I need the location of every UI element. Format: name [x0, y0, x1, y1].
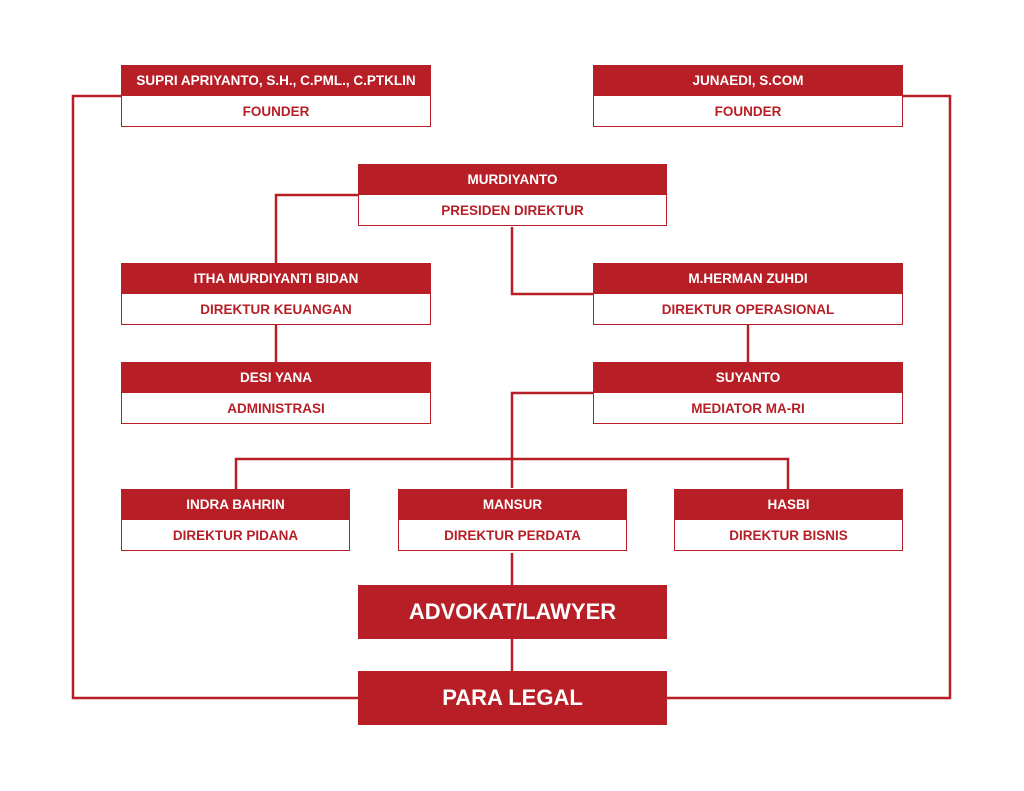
connector-mediator-bus — [510, 391, 593, 488]
mediator-box: SUYANTO MEDIATOR MA-RI — [593, 362, 903, 424]
connector-president-finance — [274, 193, 358, 263]
division-head-box-pidana: INDRA BAHRIN DIREKTUR PIDANA — [121, 489, 350, 551]
admin-role: ADMINISTRASI — [121, 393, 431, 424]
division-head-role: DIREKTUR BISNIS — [674, 520, 903, 551]
division-head-role: DIREKTUR PERDATA — [398, 520, 627, 551]
president-name: MURDIYANTO — [358, 164, 667, 195]
founder-name-1: SUPRI APRIYANTO, S.H., C.PML., C.PTKLIN — [121, 65, 431, 96]
operations-director-box: M.HERMAN ZUHDI DIREKTUR OPERASIONAL — [593, 263, 903, 325]
connector-division-bus — [234, 457, 790, 489]
mediator-role: MEDIATOR MA-RI — [593, 393, 903, 424]
paralegal-box: PARA LEGAL — [358, 671, 667, 725]
finance-director-name: ITHA MURDIYANTI BIDAN — [121, 263, 431, 294]
founder-role-2: FOUNDER — [593, 96, 903, 127]
president-box: MURDIYANTO PRESIDEN DIREKTUR — [358, 164, 667, 226]
division-head-box-perdata: MANSUR DIREKTUR PERDATA — [398, 489, 627, 551]
founder-role-1: FOUNDER — [121, 96, 431, 127]
connector-president-operations — [510, 227, 593, 296]
division-head-name: HASBI — [674, 489, 903, 520]
founder-box-2: JUNAEDI, S.COM FOUNDER — [593, 65, 903, 127]
founder-box-1: SUPRI APRIYANTO, S.H., C.PML., C.PTKLIN … — [121, 65, 431, 127]
operations-director-name: M.HERMAN ZUHDI — [593, 263, 903, 294]
founder-name-2: JUNAEDI, S.COM — [593, 65, 903, 96]
admin-name: DESI YANA — [121, 362, 431, 393]
connector-founder-left — [71, 94, 358, 700]
advokat-box: ADVOKAT/LAWYER — [358, 585, 667, 639]
finance-director-role: DIREKTUR KEUANGAN — [121, 294, 431, 325]
division-head-name: MANSUR — [398, 489, 627, 520]
division-head-name: INDRA BAHRIN — [121, 489, 350, 520]
division-head-box-bisnis: HASBI DIREKTUR BISNIS — [674, 489, 903, 551]
admin-box: DESI YANA ADMINISTRASI — [121, 362, 431, 424]
president-role: PRESIDEN DIREKTUR — [358, 195, 667, 226]
finance-director-box: ITHA MURDIYANTI BIDAN DIREKTUR KEUANGAN — [121, 263, 431, 325]
mediator-name: SUYANTO — [593, 362, 903, 393]
division-head-role: DIREKTUR PIDANA — [121, 520, 350, 551]
connector-founder-right — [667, 94, 952, 700]
operations-director-role: DIREKTUR OPERASIONAL — [593, 294, 903, 325]
